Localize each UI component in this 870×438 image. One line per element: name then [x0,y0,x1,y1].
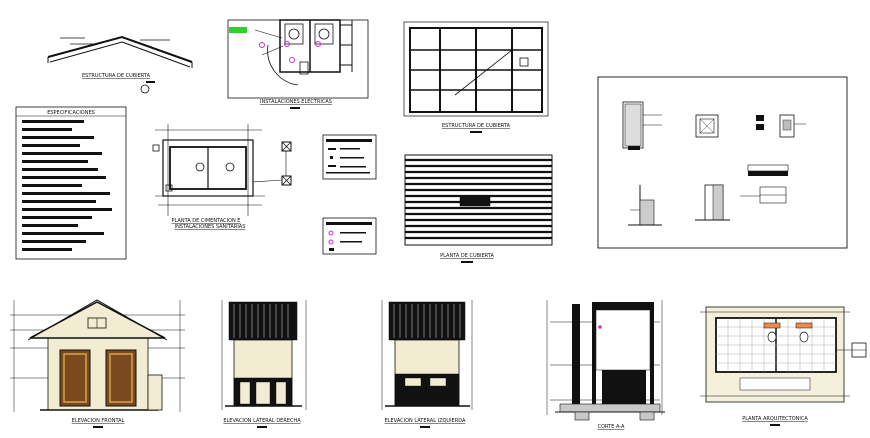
light-fixture-2 [315,41,321,47]
foundation-plan-drawing [152,124,292,216]
roof-structure-title: ESTRUCTURA DE CUBIERTA [82,73,151,79]
specification-lines [22,120,112,251]
details-sheet [597,76,848,249]
switch-marker [259,42,265,48]
legend-box-electrical [322,217,377,255]
front-elevation-title: ELEVACION FRONTAL [72,418,125,424]
specifications-title: ESPECIFICACIONES [47,110,95,116]
electrical-panel-marker [229,27,247,33]
left-elevation-scale [420,426,430,428]
roof-plan-title: PLANTA DE CUBIERTA [440,253,494,259]
roof-structure-scale [146,81,155,83]
architectural-plan-scale [770,424,780,426]
architectural-plan-drawing [700,306,867,403]
specifications-panel [15,106,127,260]
front-elevation-drawing [10,299,185,412]
left-elevation-title: ELEVACION LATERAL IZQUIERDA [385,418,466,424]
roof-plan-drawing [404,154,553,246]
roof-structure-plan-title: ESTRUCTURA DE CUBIERTA [442,123,511,129]
electrical-plan-scale [290,107,300,109]
front-elevation-scale [93,426,103,428]
right-elevation-scale [257,426,267,428]
right-elevation-title: ELEVACION LATERAL DERECHA [223,418,301,424]
left-elevation-drawing [381,300,473,410]
electrical-plan-drawing [227,19,369,99]
legend-box-sanitary [322,134,377,180]
architectural-plan-title: PLANTA ARQUITECTONICA [742,416,808,422]
right-elevation-drawing [221,300,307,410]
roof-plan-scale [461,261,473,263]
section-light-marker [598,325,602,329]
section-a-a-drawing [546,300,665,421]
foundation-plan-title-line1: PLANTA DE CIMENTACION E [172,218,241,224]
foundation-plan-title-line2: INSTALACIONES SANITARIAS [175,224,246,230]
section-a-a-title: CORTE A-A [598,424,625,430]
electrical-plan-title: INSTALACIONES ELECTRICAS [260,99,332,105]
roof-structure-drawing [47,35,193,94]
light-fixture-1 [284,41,290,47]
roof-structure-plan-drawing [403,21,549,117]
light-fixture-3 [289,57,295,63]
roof-structure-plan-scale [470,131,482,133]
